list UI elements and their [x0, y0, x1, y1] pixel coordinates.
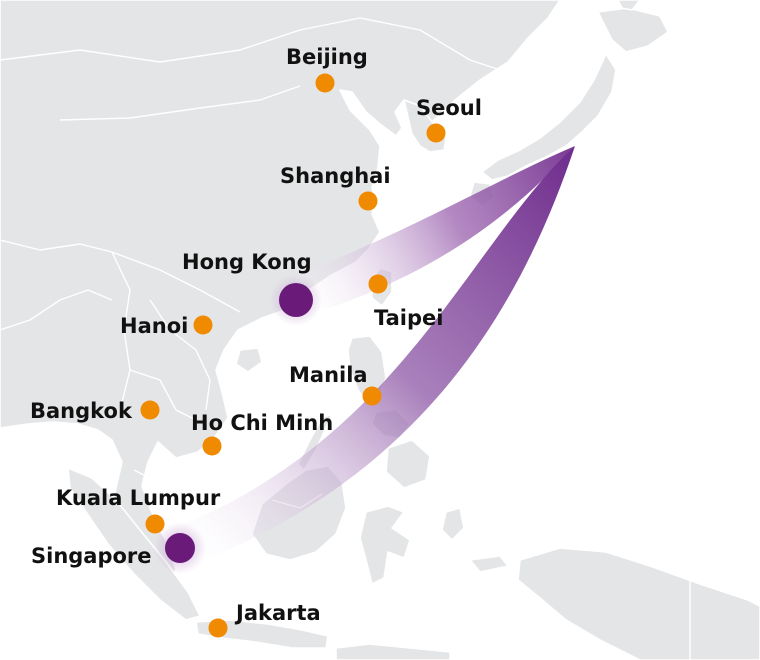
country-border-russia-china	[0, 17, 501, 71]
city-label-hochiminh: Ho Chi Minh	[191, 411, 333, 435]
city-label-kualalumpur: Kuala Lumpur	[56, 486, 221, 510]
sakhalin	[617, 0, 641, 11]
country-border-mongolia	[59, 85, 301, 121]
sumatra	[67, 467, 201, 621]
java	[195, 619, 329, 649]
new-guinea	[517, 547, 760, 660]
route-japan-singapore	[174, 146, 575, 568]
country-border-myanmar	[111, 251, 131, 411]
city-label-seoul: Seoul	[416, 96, 482, 120]
city-label-hongkong: Hong Kong	[182, 250, 312, 274]
route-japan-hongkong	[296, 146, 575, 318]
city-label-jakarta: Jakarta	[234, 601, 321, 625]
city-marker-hanoi[interactable]	[193, 315, 213, 335]
country-border-china-south	[111, 251, 241, 313]
hainan	[235, 347, 263, 373]
city-label-singapore: Singapore	[31, 544, 152, 568]
sulawesi	[359, 505, 411, 585]
city-label-beijing: Beijing	[286, 45, 368, 69]
city-marker-shanghai[interactable]	[358, 191, 378, 211]
country-border-india	[0, 289, 113, 331]
city-label-bangkok: Bangkok	[30, 399, 133, 423]
country-border-laos-vietnam	[149, 299, 211, 411]
label-layer: Beijing Seoul Shanghai Hong Kong Taipei …	[30, 45, 482, 625]
city-label-hanoi: Hanoi	[120, 314, 188, 338]
marker-layer	[140, 73, 446, 638]
city-marker-beijing[interactable]	[315, 73, 335, 93]
country-border-thailand	[129, 369, 197, 421]
city-marker-hochiminh[interactable]	[202, 436, 222, 456]
maluku	[441, 507, 465, 541]
route-layer	[174, 146, 575, 568]
seram	[469, 555, 509, 573]
city-label-taipei: Taipei	[374, 306, 443, 330]
city-marker-jakarta[interactable]	[208, 618, 228, 638]
city-label-shanghai: Shanghai	[280, 164, 391, 188]
hub-marker-hongkong[interactable]	[279, 283, 313, 317]
country-border-west	[0, 239, 113, 253]
city-marker-kualalumpur[interactable]	[145, 514, 165, 534]
country-border-malaysia	[133, 469, 151, 479]
mindanao	[385, 439, 431, 489]
city-marker-seoul[interactable]	[426, 123, 446, 143]
city-marker-taipei[interactable]	[368, 274, 388, 294]
hub-marker-singapore[interactable]	[165, 533, 195, 563]
city-label-manila: Manila	[289, 363, 368, 387]
lesser-sunda	[335, 643, 451, 660]
city-marker-manila[interactable]	[362, 386, 382, 406]
japan-honshu	[481, 53, 617, 181]
city-marker-bangkok[interactable]	[140, 400, 160, 420]
japan-hokkaido	[597, 7, 669, 53]
